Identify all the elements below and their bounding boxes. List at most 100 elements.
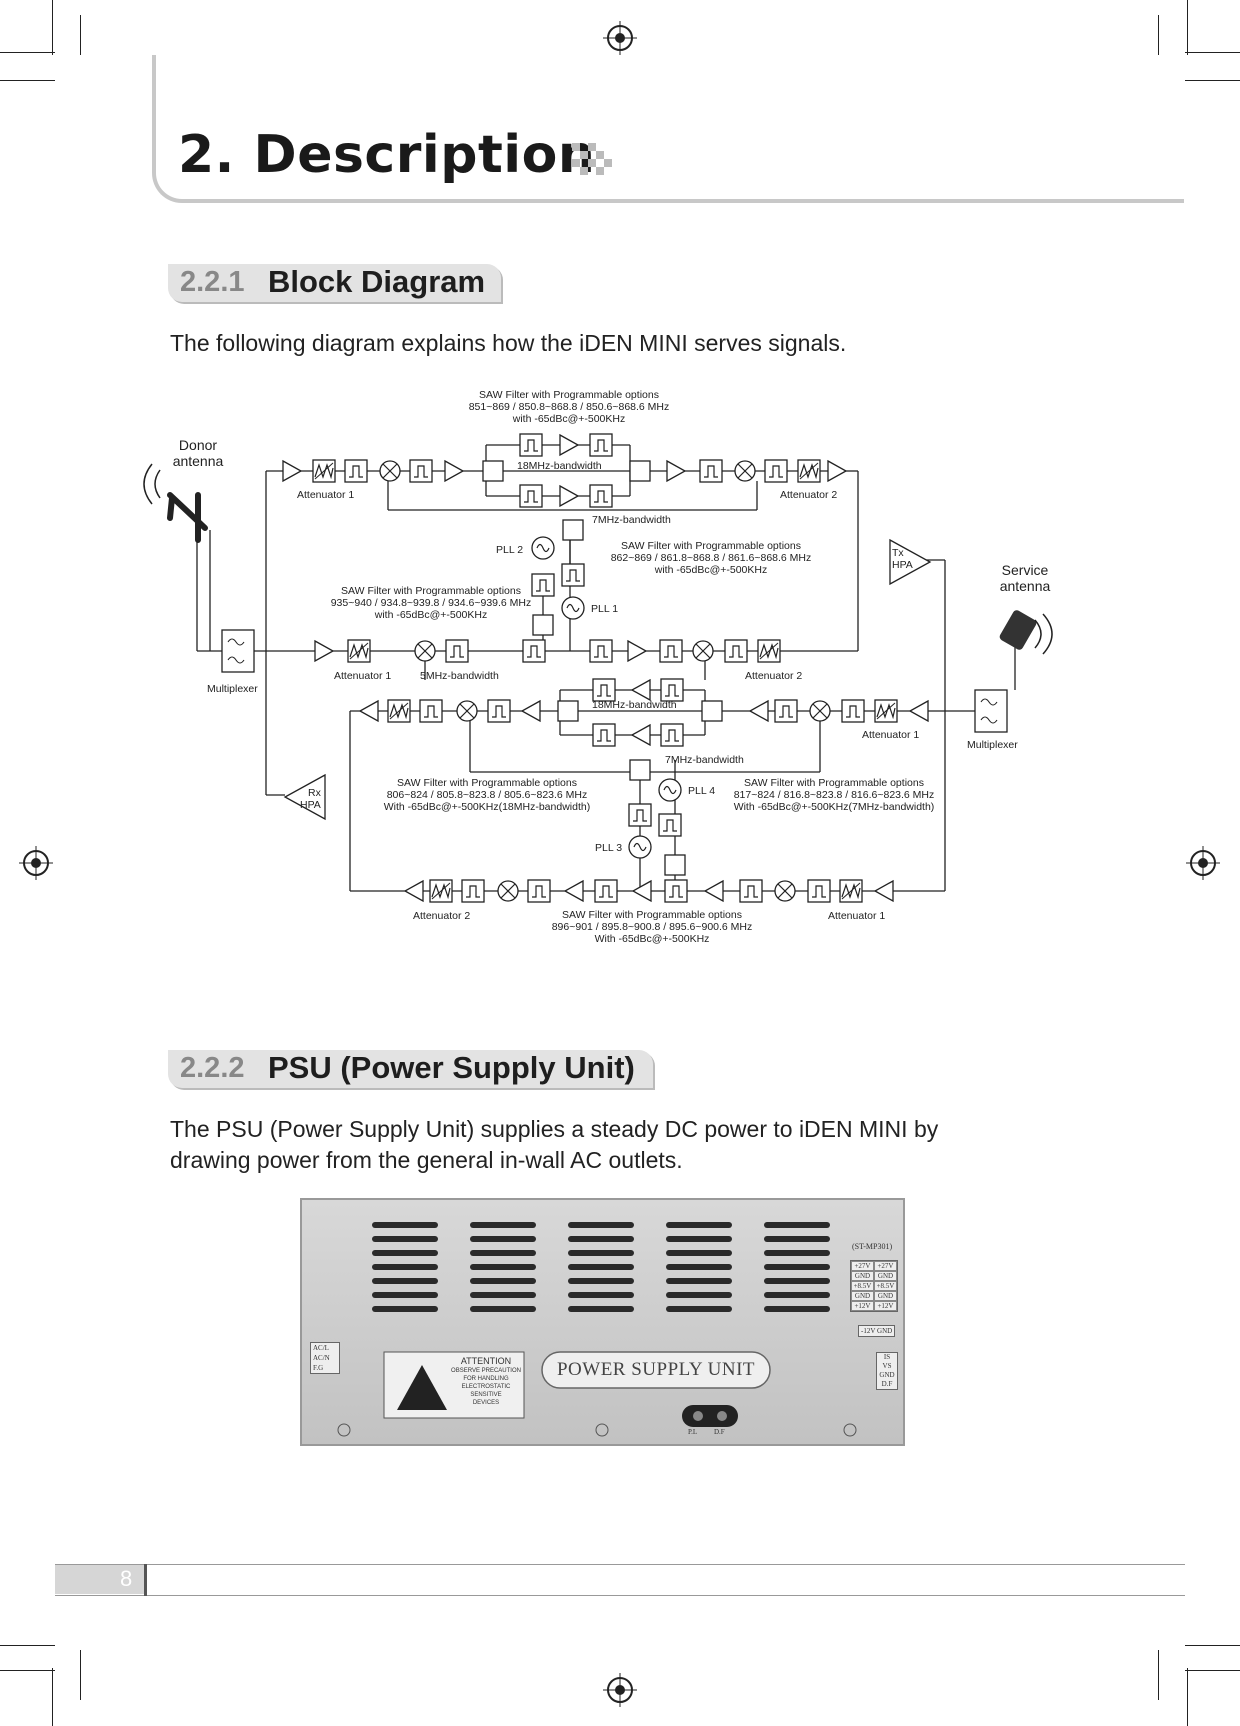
terminal-label: AC/L <box>313 1344 329 1352</box>
multiplexer-left-label: Multiplexer <box>207 683 258 695</box>
crop-mark <box>0 1645 55 1646</box>
terminal-label: VS <box>882 1362 892 1370</box>
saw-l1-line1: SAW Filter with Programmable options <box>341 585 521 597</box>
crop-mark <box>1187 1668 1188 1726</box>
crop-mark <box>1158 15 1159 55</box>
service-antenna-label-2: antenna <box>1000 578 1051 594</box>
terminal-block-lower-right: IS VS GND D.F <box>876 1352 898 1390</box>
terminal-label: +8.5V <box>874 1281 897 1291</box>
terminal-label: GND <box>874 1291 897 1301</box>
attenuator1-top: Attenuator 1 <box>297 489 354 501</box>
terminal-label: AC/N <box>313 1354 330 1362</box>
crop-mark <box>1158 1650 1159 1700</box>
attention-line: ELECTROSTATIC <box>461 1384 511 1390</box>
saw-bot-line3: With -65dBc@+-500KHz <box>595 933 710 945</box>
chapter-title-frame <box>152 55 1184 203</box>
block-diagram: SAW Filter with Programmable options 851… <box>143 389 1053 945</box>
terminal-label: GND <box>879 1371 895 1379</box>
registration-mark-icon <box>1190 850 1216 876</box>
terminal-label: D.F <box>881 1380 893 1388</box>
section-number: 2.2.1 <box>180 266 245 298</box>
attention-line: OBSERVE PRECAUTION <box>451 1368 521 1374</box>
registration-mark-icon <box>607 25 633 51</box>
bw-7-top: 7MHz-bandwidth <box>592 514 671 526</box>
saw-r2-line3: With -65dBc@+-500KHz(7MHz-bandwidth) <box>734 801 935 813</box>
saw-r2-line2: 817~824 / 816.8~823.8 / 816.6~823.6 MHz <box>734 789 935 801</box>
section-title: PSU (Power Supply Unit) <box>268 1050 635 1085</box>
terminal-block-right: +27V +27V GND GND +8.5V +8.5V GND GND +1… <box>850 1260 898 1312</box>
tx-label: Tx <box>892 547 904 559</box>
service-antenna-label: Service <box>1002 562 1049 578</box>
vent-slots <box>337 1222 857 1437</box>
crop-mark <box>1187 0 1188 55</box>
crop-mark <box>1185 1645 1240 1646</box>
saw-top-line2: 851~869 / 850.8~868.8 / 850.6~868.6 MHz <box>469 401 670 413</box>
footer-divider <box>144 1564 147 1596</box>
attention-line: DEVICES <box>472 1400 500 1406</box>
terminal-label: GND <box>851 1271 874 1281</box>
saw-l2-line2: 806~824 / 805.8~823.8 / 805.6~823.6 MHz <box>387 789 588 801</box>
terminal-block-left: AC/L AC/N F.G <box>310 1342 340 1374</box>
crop-mark <box>1185 52 1240 53</box>
multiplexer-right-label: Multiplexer <box>967 739 1018 751</box>
section-intro: The following diagram explains how the i… <box>170 330 847 356</box>
crop-mark <box>52 1668 53 1726</box>
saw-l1-line2: 935~940 / 934.8~939.8 / 934.6~939.6 MHz <box>331 597 532 609</box>
terminal-label: IS <box>883 1353 891 1361</box>
terminal-label: +8.5V <box>851 1281 874 1291</box>
saw-r1-line2: 862~869 / 861.8~868.8 / 861.6~868.6 MHz <box>611 552 812 564</box>
crop-mark <box>0 52 55 53</box>
crop-mark <box>1185 1670 1240 1671</box>
saw-r1-line1: SAW Filter with Programmable options <box>621 540 801 552</box>
psu-model: (ST-MP301) <box>852 1242 893 1251</box>
pll3-label: PLL 3 <box>595 842 622 854</box>
terminal-label: +12V <box>851 1301 874 1311</box>
terminal-label: GND <box>874 1271 897 1281</box>
saw-top-line3: with -65dBc@+-500KHz <box>512 413 626 425</box>
saw-top-line1: SAW Filter with Programmable options <box>479 389 659 401</box>
attenuator1-mid: Attenuator 1 <box>334 670 391 682</box>
attenuator1-bottom: Attenuator 1 <box>828 910 885 922</box>
terminal-label: GND <box>851 1291 874 1301</box>
footer-rule <box>55 1564 1185 1596</box>
crop-mark <box>80 15 81 55</box>
attention-label: ATTENTION OBSERVE PRECAUTION FOR HANDLIN… <box>444 1356 528 1407</box>
led-pl-label: P.L <box>688 1428 698 1436</box>
attenuator2-bottom: Attenuator 2 <box>413 910 470 922</box>
donor-antenna-label-2: antenna <box>173 453 224 469</box>
bw-18-top: 18MHz-bandwidth <box>517 460 602 472</box>
terminal-label: -12V <box>861 1327 876 1335</box>
terminal-label: +27V <box>851 1261 874 1271</box>
crop-mark <box>1185 80 1240 81</box>
saw-l2-line3: With -65dBc@+-500KHz(18MHz-bandwidth) <box>384 801 590 813</box>
attenuator2-mid: Attenuator 2 <box>745 670 802 682</box>
attention-title: ATTENTION <box>460 1356 512 1366</box>
footer-bar <box>55 1564 145 1594</box>
section-heading-psu <box>168 1050 653 1088</box>
section-text-line1: The PSU (Power Supply Unit) supplies a s… <box>170 1116 939 1142</box>
terminal-label: +12V <box>874 1301 897 1311</box>
saw-r1-line3: with -65dBc@+-500KHz <box>654 564 768 576</box>
rx-hpa-label: HPA <box>300 799 321 811</box>
saw-l2-line1: SAW Filter with Programmable options <box>397 777 577 789</box>
attenuator2-top: Attenuator 2 <box>780 489 837 501</box>
section-title: Block Diagram <box>268 264 486 299</box>
crop-mark <box>52 0 53 55</box>
pll1-label: PLL 1 <box>591 603 618 615</box>
section-number: 2.2.2 <box>180 1052 245 1084</box>
psu-photo: (ST-MP301) +27V +27V GND GND +8.5V +8.5V… <box>300 1198 905 1446</box>
saw-bot-line1: SAW Filter with Programmable options <box>562 909 742 921</box>
registration-mark-icon <box>607 1677 633 1703</box>
terminal-label: GND <box>877 1327 893 1335</box>
crop-mark <box>80 1650 81 1700</box>
terminal-label: F.G <box>313 1364 324 1372</box>
service-antenna-icon <box>999 610 1053 655</box>
bw-5: 5MHz-bandwidth <box>420 670 499 682</box>
section-heading-block-diagram <box>168 264 501 302</box>
pll4-label: PLL 4 <box>688 785 715 797</box>
section-text-line2: drawing power from the general in-wall A… <box>170 1147 683 1173</box>
tx-hpa-label: HPA <box>892 559 913 571</box>
donor-antenna-icon <box>143 463 208 543</box>
psu-unit-label: POWER SUPPLY UNIT <box>556 1359 756 1380</box>
saw-bot-line2: 896~901 / 895.8~900.8 / 895.6~900.6 MHz <box>552 921 753 933</box>
